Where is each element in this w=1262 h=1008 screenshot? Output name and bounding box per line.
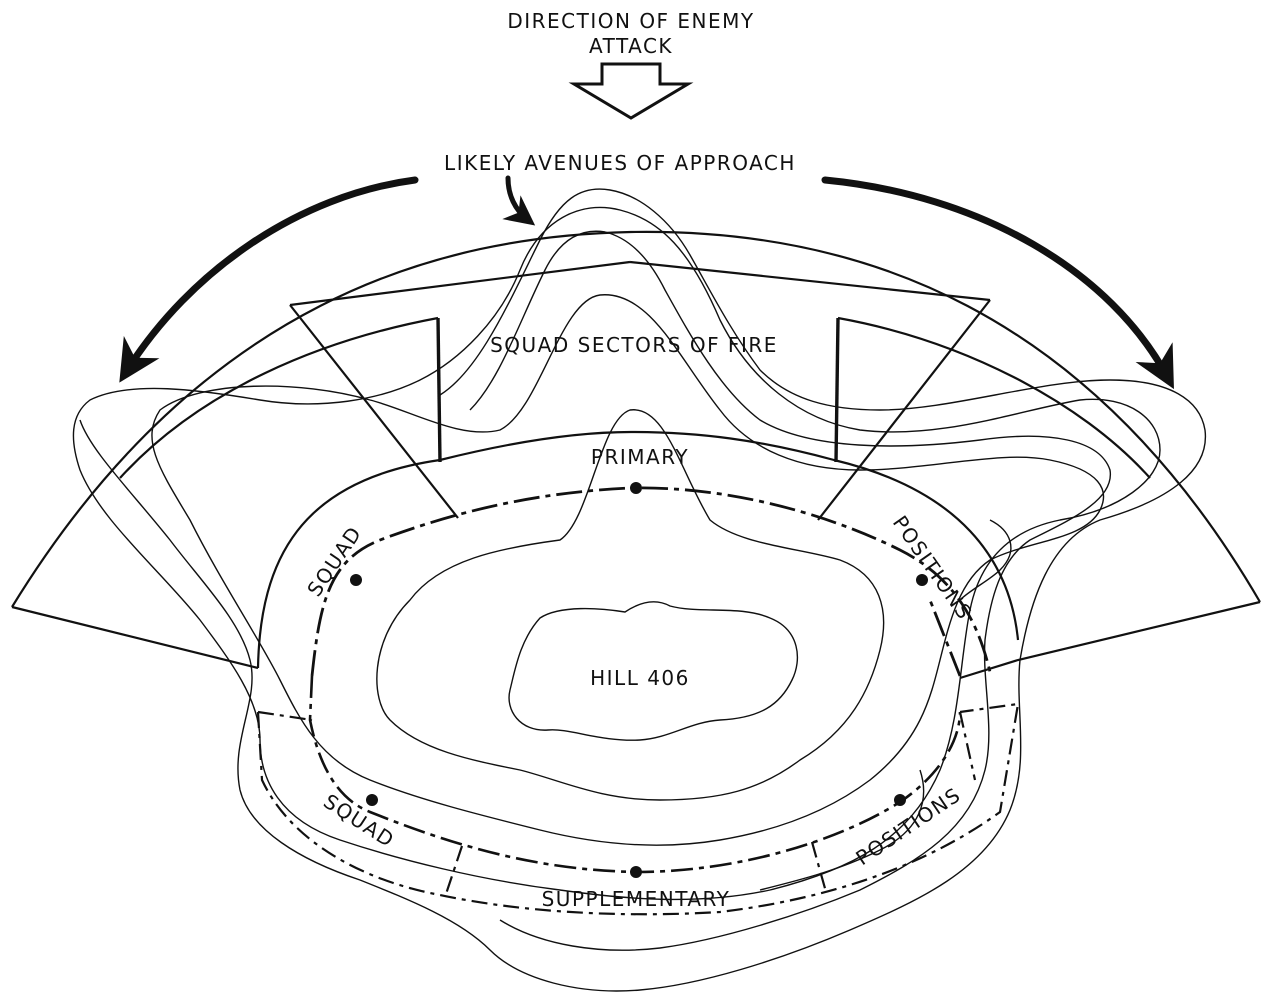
contour-3 bbox=[151, 294, 1105, 846]
primary-sector-boundary bbox=[11, 230, 1261, 680]
contour-4 bbox=[72, 206, 1161, 901]
terrain-contours bbox=[72, 188, 1207, 992]
positions-primary-label: POSITIONS bbox=[888, 511, 977, 624]
supplementary-sector-boundary bbox=[256, 702, 1020, 916]
avenues-label: LIKELY AVENUES OF APPROACH bbox=[444, 151, 796, 175]
outer-sector-arc bbox=[11, 230, 1261, 608]
right-wedge-line bbox=[817, 299, 991, 521]
primary-position-marker-center bbox=[630, 482, 642, 494]
supplementary-position-marker-left bbox=[366, 794, 378, 806]
primary-position-marker-left bbox=[350, 574, 362, 586]
primary-position-marker-right bbox=[916, 574, 928, 586]
avenue-arrows bbox=[119, 175, 1174, 390]
right-avenue-arrow-icon bbox=[821, 176, 1174, 390]
supplementary-left-sector-edge bbox=[257, 710, 313, 722]
contour-8 bbox=[759, 769, 925, 891]
left-avenue-arrow-icon bbox=[119, 176, 419, 383]
supplementary-left-divider bbox=[444, 845, 464, 895]
right-upper-arc bbox=[837, 316, 1151, 479]
primary-label: PRIMARY bbox=[591, 445, 689, 469]
hill-label: HILL 406 bbox=[590, 666, 690, 690]
right-squad-limit bbox=[834, 317, 840, 463]
direction-label: DIRECTION OF ENEMY bbox=[507, 9, 754, 33]
contour-2 bbox=[376, 409, 885, 801]
supplementary-label: SUPPLEMENTARY bbox=[542, 887, 731, 911]
supplementary-position-marker-center bbox=[630, 866, 642, 878]
sectors-label: SQUAD SECTORS OF FIRE bbox=[490, 333, 778, 357]
direction-label-cont: ATTACK bbox=[589, 34, 673, 58]
center-avenue-arrow-icon bbox=[502, 175, 536, 226]
enemy-attack-arrow-icon bbox=[568, 62, 694, 120]
left-squad-limit bbox=[436, 317, 442, 463]
squad-supplementary-label: SQUAD bbox=[319, 789, 399, 853]
right-sector-edge bbox=[959, 600, 1261, 680]
contour-5 bbox=[79, 188, 1207, 992]
supplementary-position-marker-right bbox=[894, 794, 906, 806]
supplementary-right-extension bbox=[958, 711, 977, 781]
hill-top-contour bbox=[508, 601, 799, 741]
contour-6 bbox=[469, 230, 1111, 951]
squad-primary-label: SQUAD bbox=[302, 521, 366, 600]
contour-7 bbox=[959, 519, 1012, 601]
inner-sector-arc bbox=[256, 430, 1020, 669]
primary-right-offset bbox=[928, 599, 962, 677]
right-wedge-sector bbox=[629, 260, 991, 302]
left-sector-edge bbox=[11, 605, 259, 670]
supplementary-right-divider bbox=[810, 841, 828, 893]
left-wedge-sector bbox=[289, 260, 631, 307]
left-wedge-line bbox=[289, 304, 459, 519]
left-upper-arc bbox=[119, 316, 439, 479]
primary-positions-line bbox=[310, 486, 992, 677]
